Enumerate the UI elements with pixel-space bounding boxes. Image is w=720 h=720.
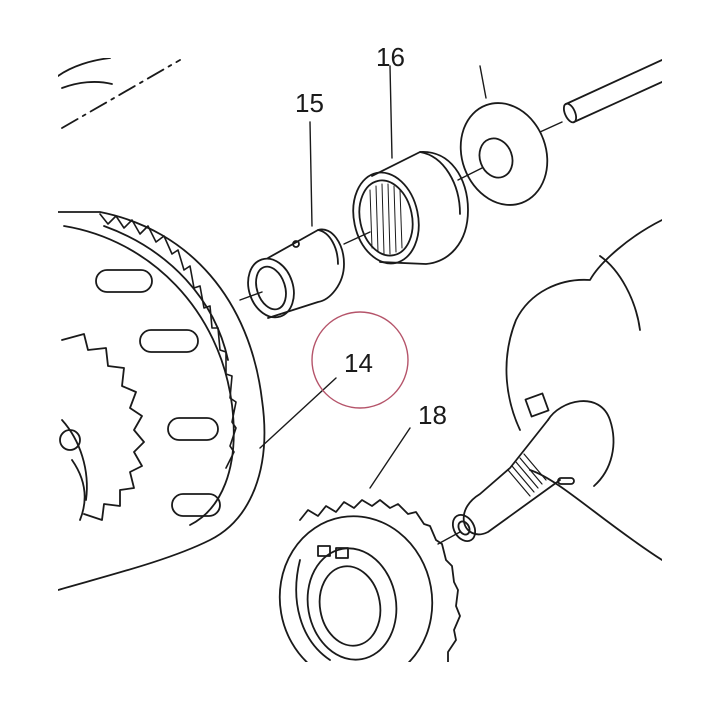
callout-16: 16	[376, 42, 405, 72]
highlight-circle	[311, 311, 409, 409]
clutch-basket	[58, 211, 266, 591]
callout-14: 14	[344, 348, 373, 378]
callout-15: 15	[295, 88, 324, 118]
bushing	[247, 228, 345, 319]
callout-18: 18	[418, 400, 447, 430]
axis-lines	[239, 121, 563, 545]
leader-lines	[259, 65, 487, 489]
pushrod	[562, 59, 662, 124]
partial-cover-outline	[58, 58, 181, 129]
primary-gear	[278, 499, 461, 662]
crankshaft	[451, 219, 662, 561]
thrust-washer	[459, 102, 549, 206]
needle-bearing	[352, 151, 469, 265]
